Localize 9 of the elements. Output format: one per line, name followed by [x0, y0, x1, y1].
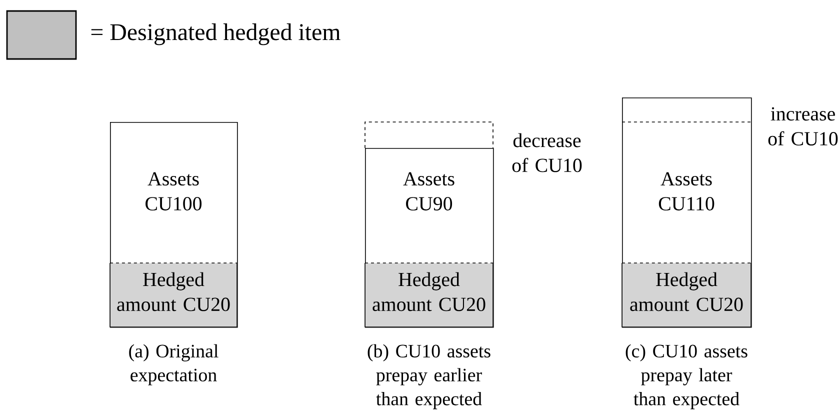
- legend-text: = Designated hedged item: [91, 23, 340, 46]
- hedged-box: Hedged amount CU20: [622, 262, 752, 328]
- box-label: (b) CU10 assets prepay earlier than expected: [368, 344, 490, 410]
- hedged-box: Hedged amount CU20: [110, 262, 238, 328]
- change-label: decrease of CU10: [512, 133, 582, 172]
- box-label: (c) CU10 assets prepay later than expected: [626, 344, 748, 410]
- box-label: (a) Original expectation: [129, 344, 218, 386]
- hedged-box: Hedged amount CU20: [364, 262, 494, 328]
- change-label: increase of CU10: [768, 107, 838, 146]
